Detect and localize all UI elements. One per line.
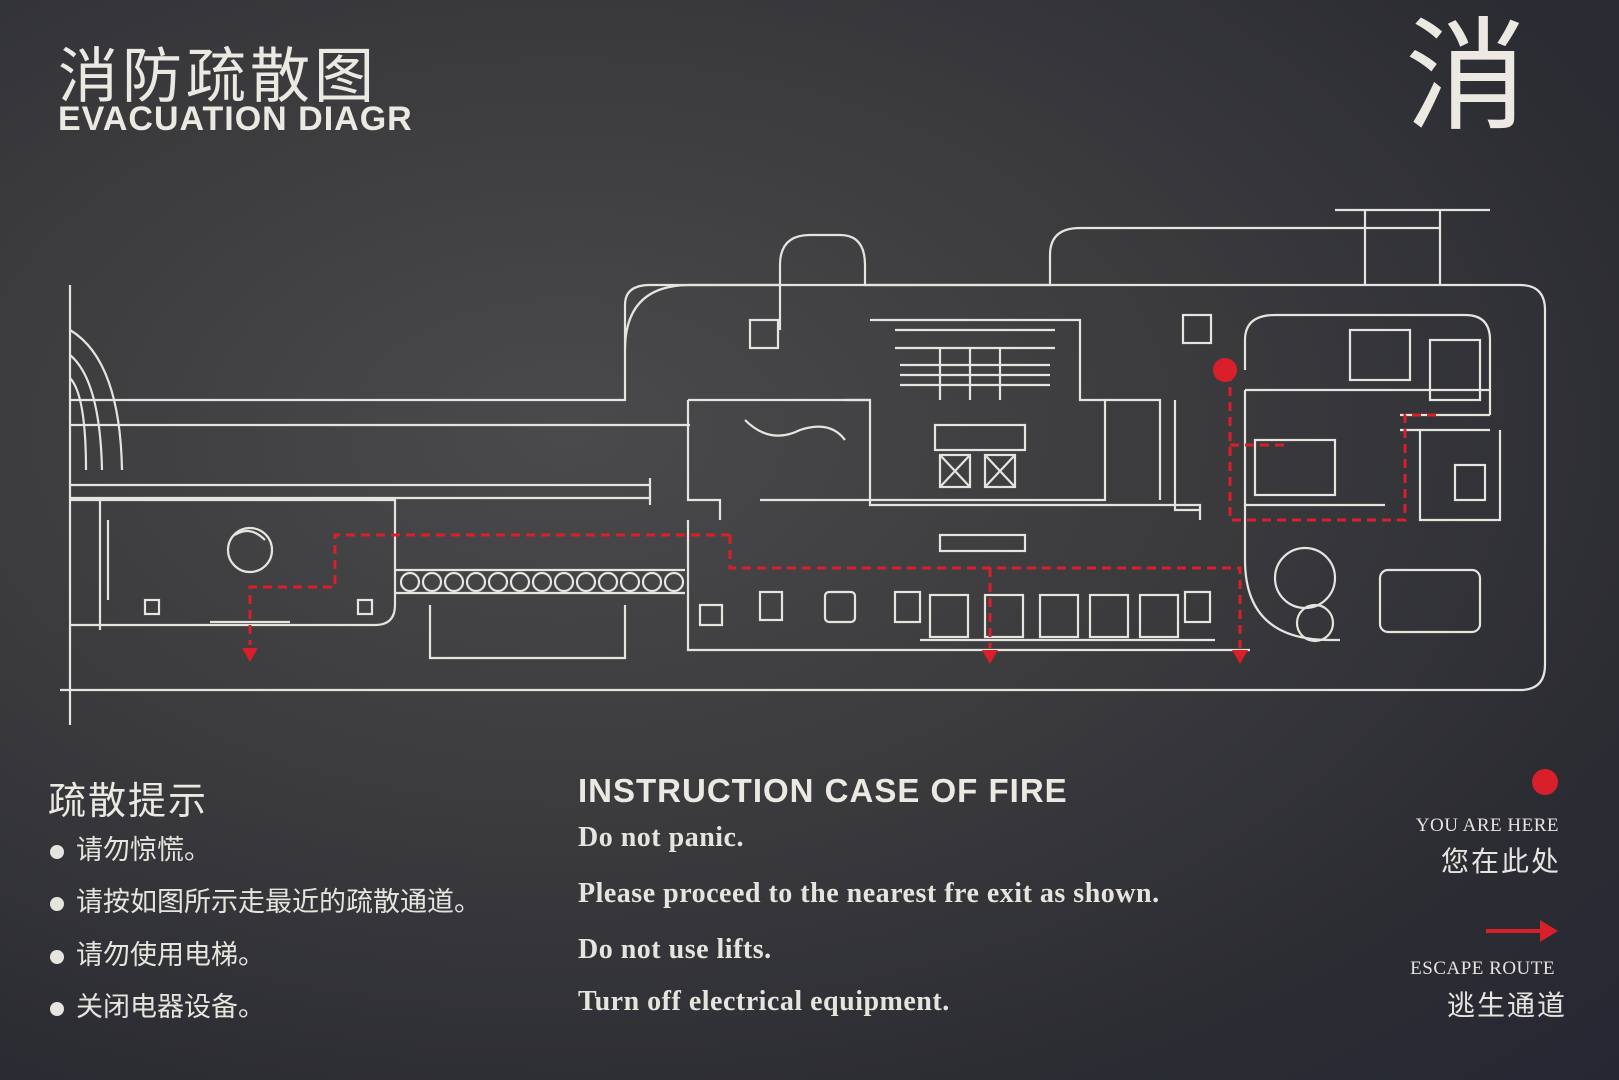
dining-tables: [893, 590, 1212, 639]
tip-cn-1: 请勿惊慌。: [50, 828, 211, 867]
you-are-here-marker: [1213, 358, 1237, 382]
right-lounge: [1378, 568, 1482, 634]
tip-cn-text: 请勿使用电梯。: [76, 940, 265, 971]
legend-escape-arrow-icon: [1486, 920, 1558, 942]
round-table: [1273, 546, 1337, 610]
bullet: [50, 896, 64, 911]
legend-escape-route-cn: 逃生通道: [1446, 989, 1567, 1022]
instruction-en-3: Do not use lifts.: [578, 934, 772, 965]
legend-you-are-here-en: YOU ARE HERE: [1415, 815, 1559, 836]
bullet: [50, 1001, 64, 1016]
lobby-curve: [744, 419, 846, 441]
escape-route-right: [1228, 372, 1440, 522]
exit-arrow-left: [242, 648, 258, 662]
escape-route-left: [248, 533, 730, 645]
main-building: [60, 283, 1547, 692]
floor-plan: [60, 208, 1547, 725]
top-bump-left: [778, 226, 1367, 287]
entrance-arc-outer: [69, 329, 124, 471]
lift-1: [938, 453, 972, 489]
tip-cn-text: 请按如图所示走最近的疏散通道。: [76, 887, 481, 918]
lift-2: [983, 453, 1017, 489]
left-room-fixture: [226, 526, 274, 574]
instruction-en-4: Turn off electrical equipment.: [578, 986, 950, 1017]
tip-cn-4: 关闭电器设备。: [50, 985, 265, 1024]
legend-you-are-here-cn: 您在此处: [1440, 845, 1561, 878]
central-core: [845, 318, 1107, 502]
corridor-top: [70, 283, 780, 402]
corner-fire-character: 消: [1405, 6, 1527, 148]
tip-cn-text: 关闭电器设备。: [76, 992, 265, 1023]
title-english: EVACUATION DIAGR: [58, 100, 413, 138]
left-room: [70, 498, 397, 627]
title-chinese: 消防疏散图: [58, 42, 378, 112]
tips-title-cn: 疏散提示: [48, 779, 209, 823]
instruction-en-2: Please proceed to the nearest fre exit a…: [578, 878, 1160, 909]
tip-cn-2: 请按如图所示走最近的疏散通道。: [50, 880, 481, 919]
exit-arrow-center: [982, 650, 998, 664]
instructions-title-en: INSTRUCTION CASE OF FIRE: [578, 772, 1068, 809]
tip-cn-3: 请勿使用电梯。: [50, 933, 265, 972]
escape-route-main: [728, 535, 1242, 648]
legend-you-are-here-dot: [1532, 769, 1558, 795]
entrance-arc-inner: [69, 354, 104, 471]
bullet: [50, 949, 64, 964]
right-wing: [1243, 313, 1492, 415]
entrance-arc-inner2: [69, 377, 88, 471]
bullet: [50, 844, 64, 859]
colonnade: [399, 571, 685, 593]
exit-arrow-right: [1232, 650, 1248, 664]
legend-escape-route-en: ESCAPE ROUTE: [1410, 958, 1555, 979]
tip-cn-text: 请勿惊慌。: [76, 835, 211, 866]
instruction-en-1: Do not panic.: [578, 822, 744, 853]
